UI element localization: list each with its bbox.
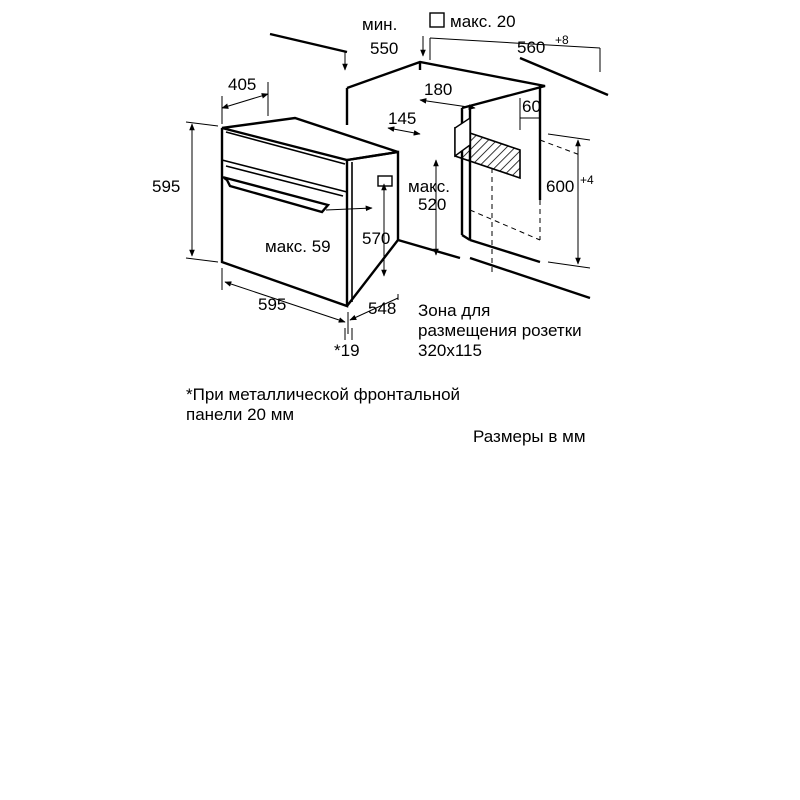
label-145: 145: [388, 109, 416, 128]
footnote-line-2: панели 20 мм: [186, 405, 294, 424]
footnote-line-1: *При металлической фронтальной: [186, 385, 460, 404]
label-max: макс.: [408, 177, 450, 196]
oven: [220, 116, 400, 308]
socket-zone-line-2: размещения розетки: [418, 321, 582, 340]
label-548: 548: [368, 299, 396, 318]
label-595-width: 595: [258, 295, 286, 314]
cabinet-niche: [269, 32, 609, 300]
label-520: 520: [418, 195, 446, 214]
socket-zone-caption: Зона для размещения розетки 320x115: [418, 301, 582, 360]
units-note: Размеры в мм: [473, 427, 586, 446]
label-min: мин.: [362, 15, 397, 34]
label-570: 570: [362, 229, 390, 248]
square-symbol-icon: [429, 12, 445, 28]
label-595-height: 595: [152, 177, 180, 196]
dimension-lines: [185, 36, 601, 340]
socket-zone-line-3: 320x115: [418, 341, 482, 360]
label-600-tolerance: +4: [580, 173, 594, 187]
socket-zone-hatch: [454, 116, 521, 180]
label-max-59: макс. 59: [265, 237, 331, 256]
label-max-20: макс. 20: [450, 12, 516, 31]
label-180: 180: [424, 80, 452, 99]
label-560: 560: [517, 38, 545, 57]
label-560-tolerance: +8: [555, 33, 569, 47]
label-550: 550: [370, 39, 398, 58]
label-60: 60: [522, 97, 541, 116]
label-405: 405: [228, 75, 256, 94]
label-star-19: *19: [334, 341, 360, 360]
dimension-labels: мин. 550 макс. 20 560 +8 405 180 60 145 …: [152, 12, 594, 360]
notes: *При металлической фронтальной панели 20…: [186, 385, 586, 446]
hidden-lines: [469, 139, 581, 275]
socket-zone-line-1: Зона для: [418, 301, 490, 320]
label-600: 600: [546, 177, 574, 196]
